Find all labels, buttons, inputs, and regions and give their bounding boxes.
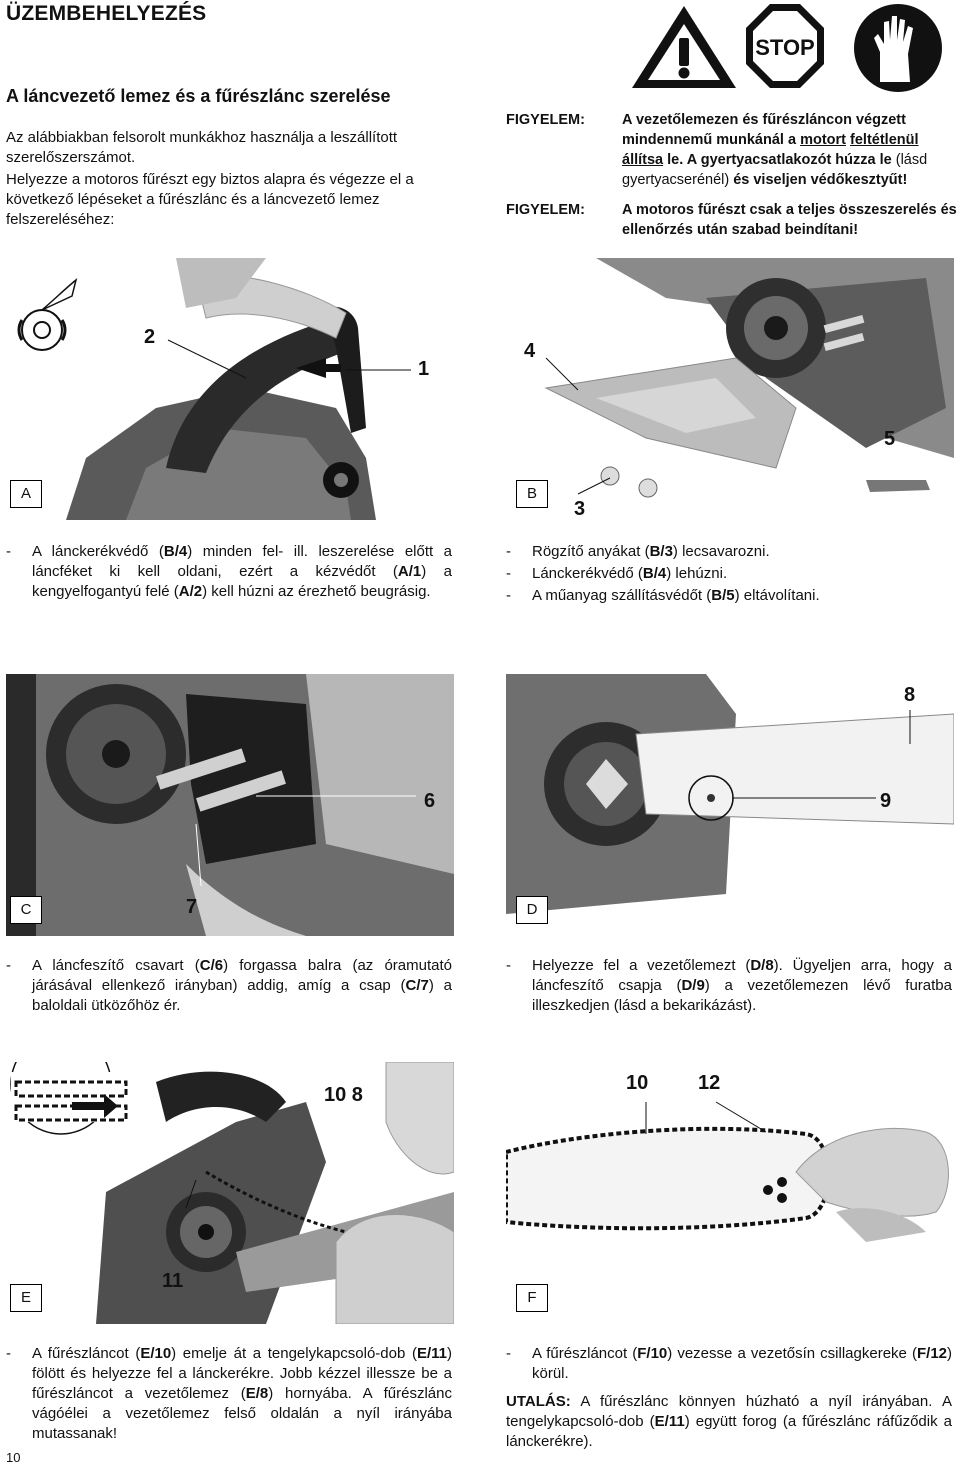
caption-e: -A fűrészláncot (E/10) emelje át a tenge… — [6, 1345, 452, 1442]
callout-number: 12 — [698, 1072, 721, 1094]
callout-number: 11 — [162, 1270, 184, 1292]
figure-c-photo: 6 7 C — [6, 674, 454, 936]
callout-number: 2 — [144, 326, 156, 348]
stop-text: STOP — [755, 35, 815, 60]
callout-number: 9 — [880, 790, 892, 812]
figure-label: E — [10, 1284, 42, 1312]
figure-a-photo: 2 1 A — [6, 258, 454, 520]
figure-label: C — [10, 896, 42, 924]
caption-d: -Helyezze fel a vezetőlemezt (D/8). Ügye… — [506, 957, 952, 1014]
figure-b-photo: 4 5 3 B — [506, 258, 954, 520]
note-text: UTALÁS: A fűrészlánc könnyen húzható a n… — [506, 1393, 952, 1450]
warning-icons: STOP — [628, 2, 952, 94]
warning-text: A motoros fűrészt csak a teljes összesze… — [622, 202, 957, 238]
figure-label: D — [516, 896, 548, 924]
warning-label: FIGYELEM: — [506, 112, 585, 128]
warning-label: FIGYELEM: — [506, 202, 585, 218]
caption-a: -A lánckerékvédő (B/4) minden fel- ill. … — [6, 543, 453, 600]
protective-glove-icon — [854, 4, 942, 92]
warning-text: A vezetőlemezen és fűrészláncon végzett … — [622, 112, 928, 188]
figure-d-photo: 8 9 D — [506, 674, 955, 936]
intro-paragraph: Helyezze a motoros fűrészt egy biztos al… — [6, 171, 414, 228]
figure-label: B — [516, 480, 548, 508]
page-number: 10 — [6, 1450, 21, 1465]
intro-text: Az alábbiakban felsorolt munkákhoz haszn… — [6, 128, 454, 232]
callout-number: 1 — [418, 358, 430, 380]
callout-number: 10 — [626, 1072, 649, 1094]
figure-f-photo: 10 12 F — [504, 1062, 954, 1324]
intro-paragraph: Az alábbiakban felsorolt munkákhoz haszn… — [6, 129, 398, 166]
callout-number: 8 — [904, 684, 916, 706]
callout-number: 6 — [424, 790, 436, 812]
stop-sign-icon: STOP — [746, 4, 824, 88]
callout-number: 10 8 — [324, 1084, 363, 1106]
caption-f: -A fűrészláncot (F/10) vezesse a vezetős… — [506, 1345, 952, 1450]
figure-e-photo: 10 8 11 E — [6, 1033, 455, 1325]
figure-label: A — [10, 480, 42, 508]
figure-label: F — [516, 1284, 548, 1312]
callout-number: 5 — [884, 428, 896, 450]
callout-number: 3 — [574, 498, 586, 520]
callout-number: 7 — [186, 896, 198, 918]
callout-number: 4 — [524, 340, 536, 362]
warning-triangle-icon — [632, 6, 736, 88]
caption-c: -A láncfeszítő csavart (C/6) forgassa ba… — [6, 957, 452, 1014]
section-title: ÜZEMBEHELYEZÉS — [6, 2, 207, 25]
caption-b: -Rögzítő anyákat (B/3) lecsavarozni. -Lá… — [506, 543, 820, 604]
page-subtitle: A láncvezető lemez és a fűrészlánc szere… — [6, 86, 391, 106]
